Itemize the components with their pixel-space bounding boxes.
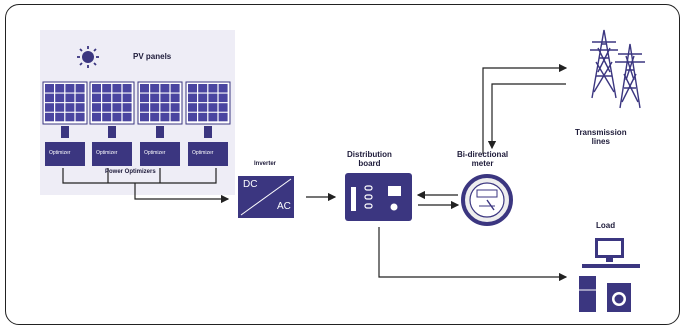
load-label: Load: [596, 221, 616, 230]
optimizer-label: Optimizer: [49, 150, 71, 156]
meter-icon: [461, 174, 513, 226]
solar-panel-icon: [89, 81, 135, 138]
inverter-dc-label: DC: [243, 179, 258, 190]
optimizer-label: Optimizer: [192, 150, 214, 156]
washing-machine-icon: [607, 283, 631, 312]
optimizer-icon: [45, 142, 85, 166]
meter-grid-arrows: [482, 63, 568, 154]
transmission-lines-label: Transmission lines: [575, 128, 627, 147]
transmission-tower-icon: [590, 29, 645, 109]
optimizer-bus-lines: [62, 168, 230, 204]
optimizer-icon: [140, 142, 180, 166]
board-to-load-arrow: [378, 227, 568, 282]
optimizer-icon: [188, 142, 228, 166]
pv-panels-label: PV panels: [133, 52, 172, 61]
inverter-ac-label: AC: [277, 201, 291, 212]
board-meter-arrows: [416, 190, 460, 210]
sun-icon: [77, 46, 99, 68]
bi-directional-meter-label: Bi-directional meter: [457, 150, 509, 169]
power-optimizers-label: Power Optimizers: [105, 169, 156, 175]
refrigerator-icon: [579, 276, 596, 312]
inverter-icon: [238, 176, 294, 218]
solar-panel-icon: [185, 81, 231, 138]
optimizer-icon: [92, 142, 132, 166]
optimizer-label: Optimizer: [96, 150, 118, 156]
load-table: [582, 264, 640, 268]
optimizer-label: Optimizer: [144, 150, 166, 156]
monitor-icon: [595, 238, 624, 262]
solar-panel-icon: [42, 81, 88, 138]
solar-panel-icon: [137, 81, 183, 138]
inverter-label: Inverter: [254, 161, 277, 167]
distribution-board-label: Distribution board: [347, 150, 392, 169]
distribution-board-icon: [345, 173, 412, 221]
